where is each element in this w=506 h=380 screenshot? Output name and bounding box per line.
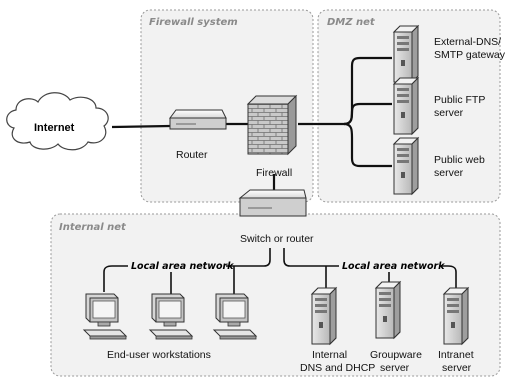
node-label-groupware-1: Groupware: [370, 349, 422, 361]
firewall-brick-icon: [246, 94, 298, 156]
node-label-switch: Switch or router: [240, 233, 314, 245]
node-label-dns-2: SMTP gateway: [434, 49, 506, 61]
node-label-web-1: Public web: [434, 154, 485, 166]
server-tower-icon-dns: [393, 25, 419, 83]
lan-label-right: Local area network: [342, 261, 445, 272]
node-label-ftp-2: server: [434, 107, 464, 119]
zone-label-firewall-system: Firewall system: [149, 17, 238, 28]
lan-left-label-bg: [128, 258, 226, 272]
node-label-internal-dns-2: DNS and DHCP: [300, 362, 375, 374]
server-tower-icon-web: [393, 137, 419, 195]
server-tower-icon-internal-dns: [311, 287, 337, 345]
wire-dmz-ftp: [343, 102, 392, 126]
server-tower-icon-ftp: [393, 77, 419, 135]
wire-internet-router: [111, 124, 171, 129]
node-label-workstations: End-user workstations: [107, 349, 211, 361]
node-label-internet: Internet: [34, 122, 75, 134]
node-label-firewall: Firewall: [256, 167, 292, 179]
node-label-router: Router: [176, 149, 208, 161]
router-icon: [169, 109, 227, 130]
node-label-groupware-2: server: [380, 362, 410, 374]
node-label-ftp-1: Public FTP: [434, 94, 485, 106]
node-label-web-2: server: [434, 167, 464, 179]
node-label-intranet-2: server: [442, 362, 472, 374]
lan-label-left: Local area network: [131, 261, 234, 272]
zone-label-internal-net: Internal net: [59, 222, 127, 233]
server-tower-icon-groupware: [375, 281, 401, 339]
node-label-intranet-1: Intranet: [438, 349, 474, 361]
node-label-internal-dns-1: Internal: [312, 349, 347, 361]
switch-icon: [238, 189, 307, 217]
lan-right-label-bg: [339, 258, 439, 272]
node-label-dns-1: External-DNS/: [434, 36, 501, 48]
server-tower-icon-intranet: [443, 287, 469, 345]
wire-dmz-web: [343, 122, 392, 168]
zone-label-dmz-net: DMZ net: [327, 17, 376, 28]
cloud-icon: [6, 92, 109, 151]
